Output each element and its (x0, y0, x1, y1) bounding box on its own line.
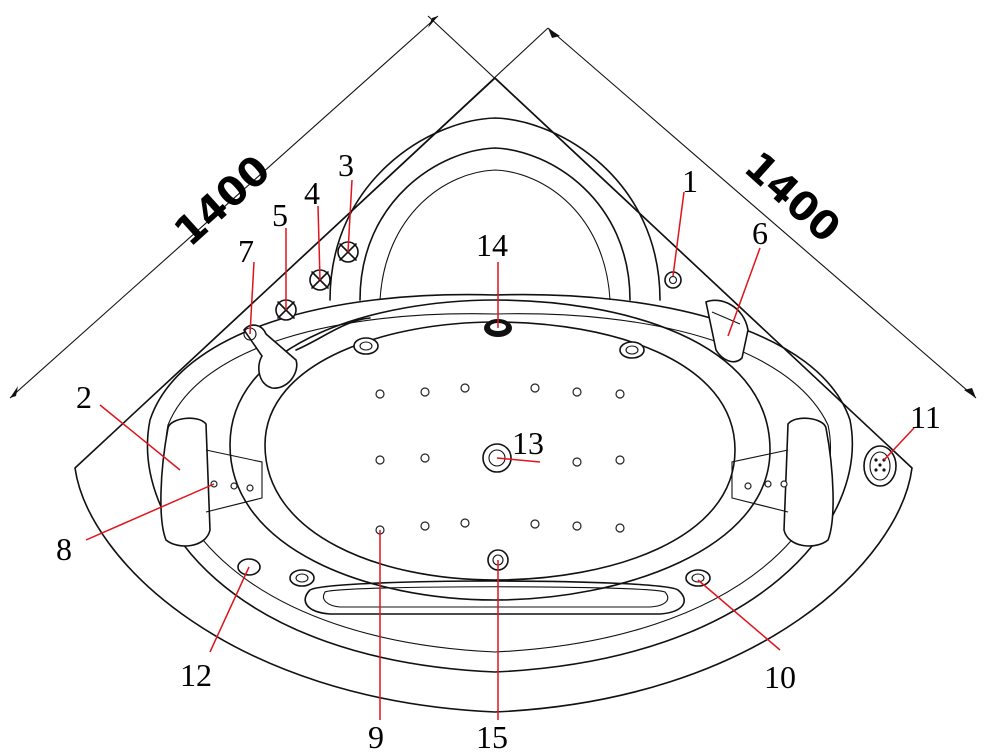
callout-11: 11 (910, 399, 941, 435)
spout (705, 299, 749, 363)
callout-5: 5 (272, 197, 288, 233)
right-pillow (731, 417, 834, 547)
valve-handles (275, 241, 359, 321)
callout-2: 2 (76, 379, 92, 415)
left-pillow (160, 417, 263, 547)
massage-jets (210, 383, 788, 535)
callout-3: 3 (338, 147, 354, 183)
inner-basin (229, 299, 771, 615)
callout-9: 9 (368, 719, 384, 753)
tub-outer-rim (74, 77, 913, 713)
callout-14: 14 (476, 227, 508, 263)
callout-7: 7 (238, 233, 254, 269)
side-jets (289, 337, 711, 587)
leader-lines (85, 179, 915, 720)
callout-4: 4 (304, 175, 320, 211)
callout-8: 8 (56, 531, 72, 567)
callout-1: 1 (682, 163, 698, 199)
callout-13: 13 (512, 425, 544, 461)
backrest (329, 117, 661, 301)
callout-10: 10 (764, 659, 796, 695)
hand-shower (243, 317, 371, 389)
callout-15: 15 (476, 719, 508, 753)
callout-12: 12 (180, 657, 212, 693)
callout-6: 6 (752, 215, 768, 251)
dimension-left: 1400 (166, 147, 280, 256)
